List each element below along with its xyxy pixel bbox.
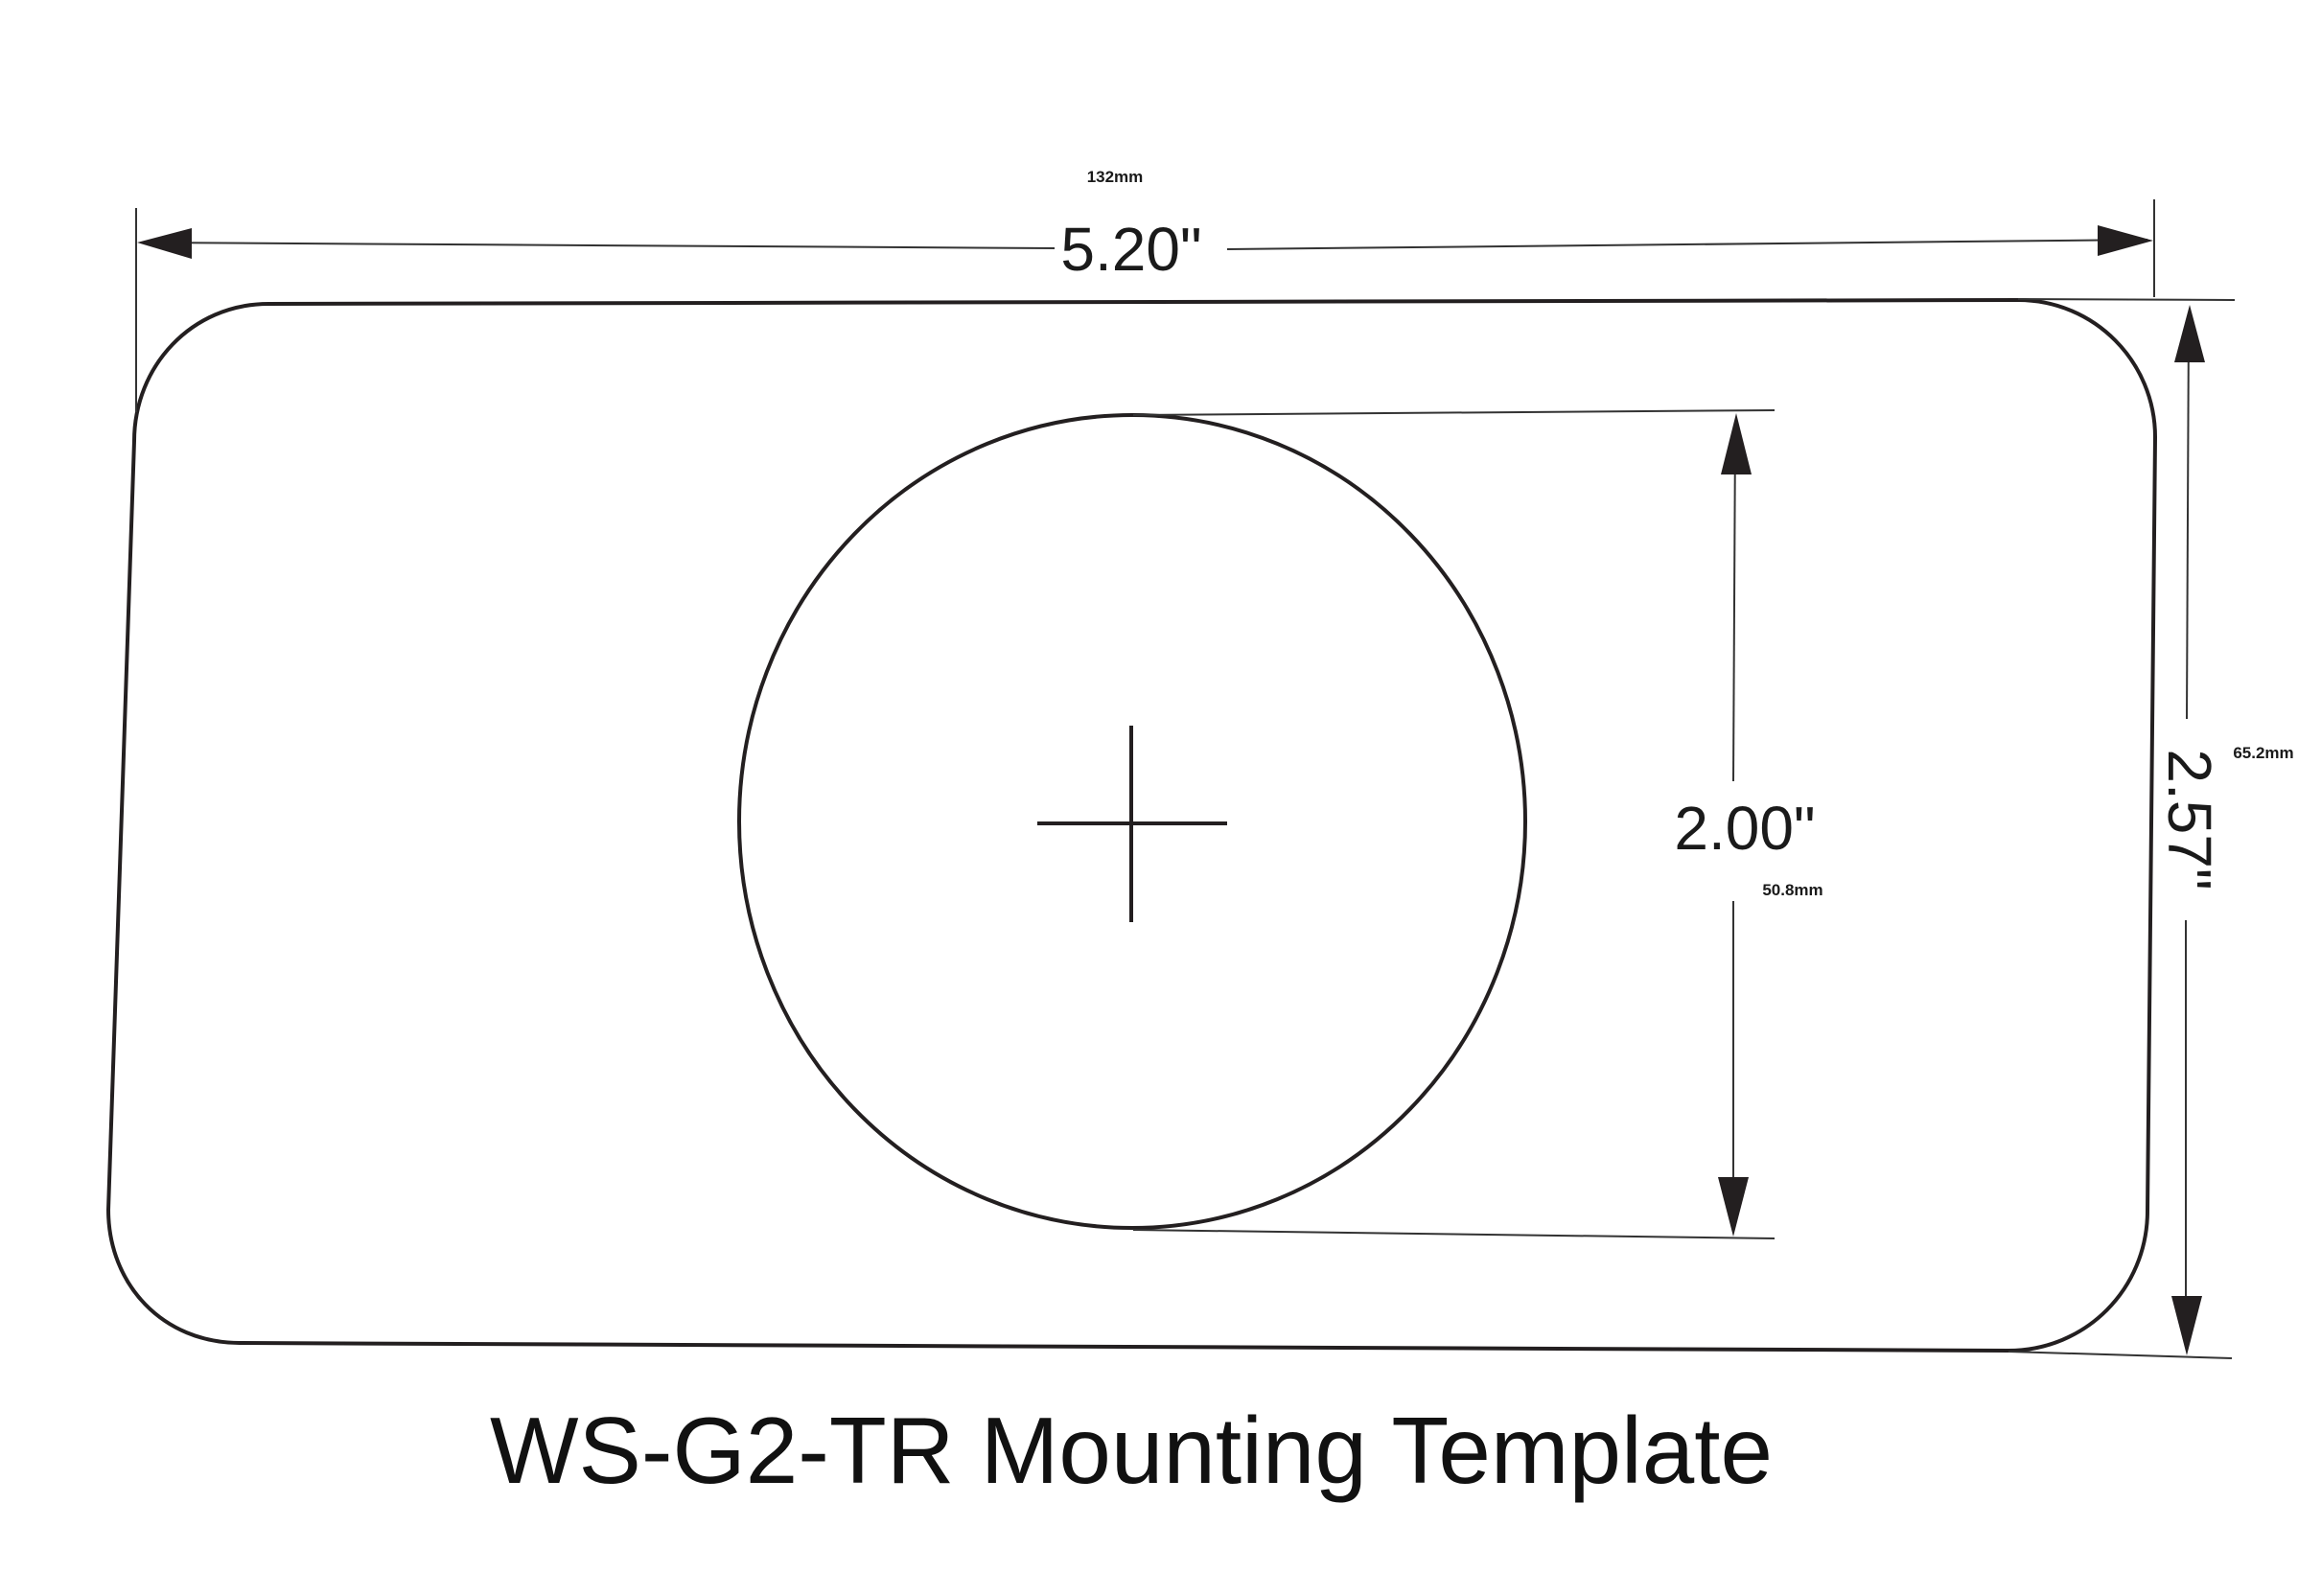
height-extension-top [2017,298,2236,301]
template-title: WS-G2-TR Mounting Template [490,1398,1773,1503]
height-extension-bottom [2008,1351,2233,1359]
diameter-arrow-bottom [1718,1177,1749,1237]
diameter-arrow-top [1721,413,1752,474]
width-inches-label: 5.20" [1060,215,1201,284]
width-dimension-line-right [1226,239,2148,250]
width-dimension-line-left [143,242,1056,249]
diameter-mm-label: 50.8mm [1762,881,1822,899]
diameter-extension-top [1132,409,1776,416]
height-arrow-top [2174,305,2205,362]
width-arrow-left [137,228,192,259]
diameter-inches-label: 2.00" [1674,794,1815,863]
height-dimension-line-top [2186,315,2190,720]
width-mm-label: 132mm [1087,168,1144,186]
width-arrow-right [2098,225,2153,256]
height-mm-label: 65.2mm [2233,744,2293,762]
height-inches-label: 2.57" [2155,749,2224,890]
diameter-extension-bottom [1132,1229,1776,1239]
template-outline [105,297,2158,1353]
center-hole-circle [737,413,1527,1230]
diameter-dimension-line-top [1732,426,1736,782]
height-arrow-bottom [2171,1296,2202,1355]
